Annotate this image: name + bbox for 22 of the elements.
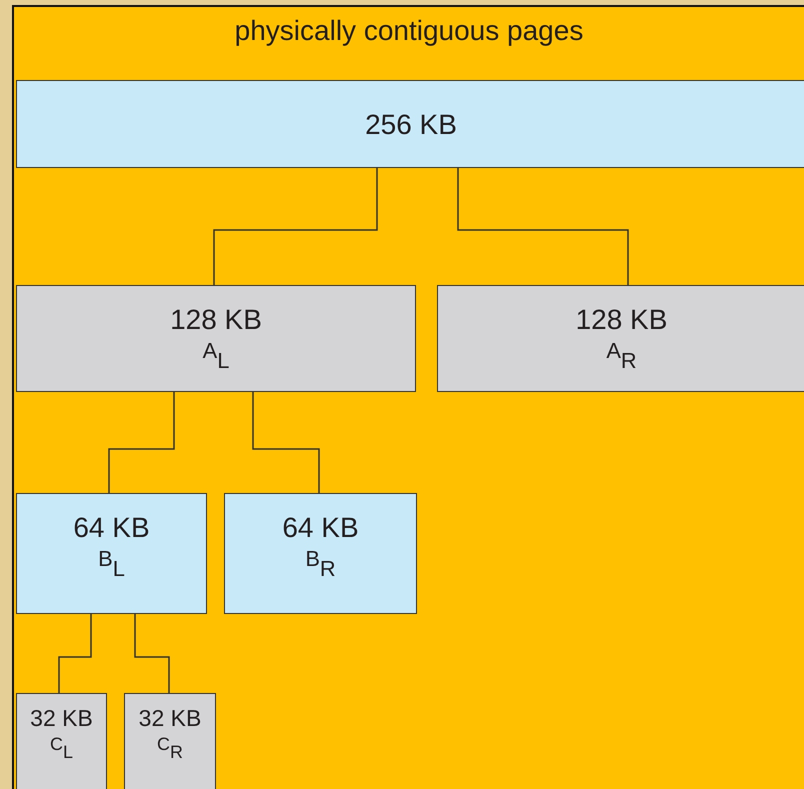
block-size: 64 KB [282,511,359,545]
memory-block [16,285,416,392]
block-size: 32 KB [138,704,202,733]
block-size: 128 KB [170,303,262,337]
memory-block [16,80,804,168]
block-size: 64 KB [73,511,150,545]
memory-block [224,493,417,614]
connector-line [58,614,92,693]
memory-block [16,493,207,614]
memory-block [124,693,216,789]
connector-line [213,168,378,285]
block-size: 128 KB [576,303,668,337]
memory-block [16,693,107,789]
connector-line [134,614,170,693]
panel-heading: physically contiguous pages [234,14,584,48]
memory-panel [12,5,804,789]
connector-line [457,168,629,285]
connector-line [108,392,175,493]
connector-line [252,392,320,493]
block-size: 32 KB [30,704,93,733]
memory-block [437,285,804,392]
block-size: 256 KB [365,108,457,142]
